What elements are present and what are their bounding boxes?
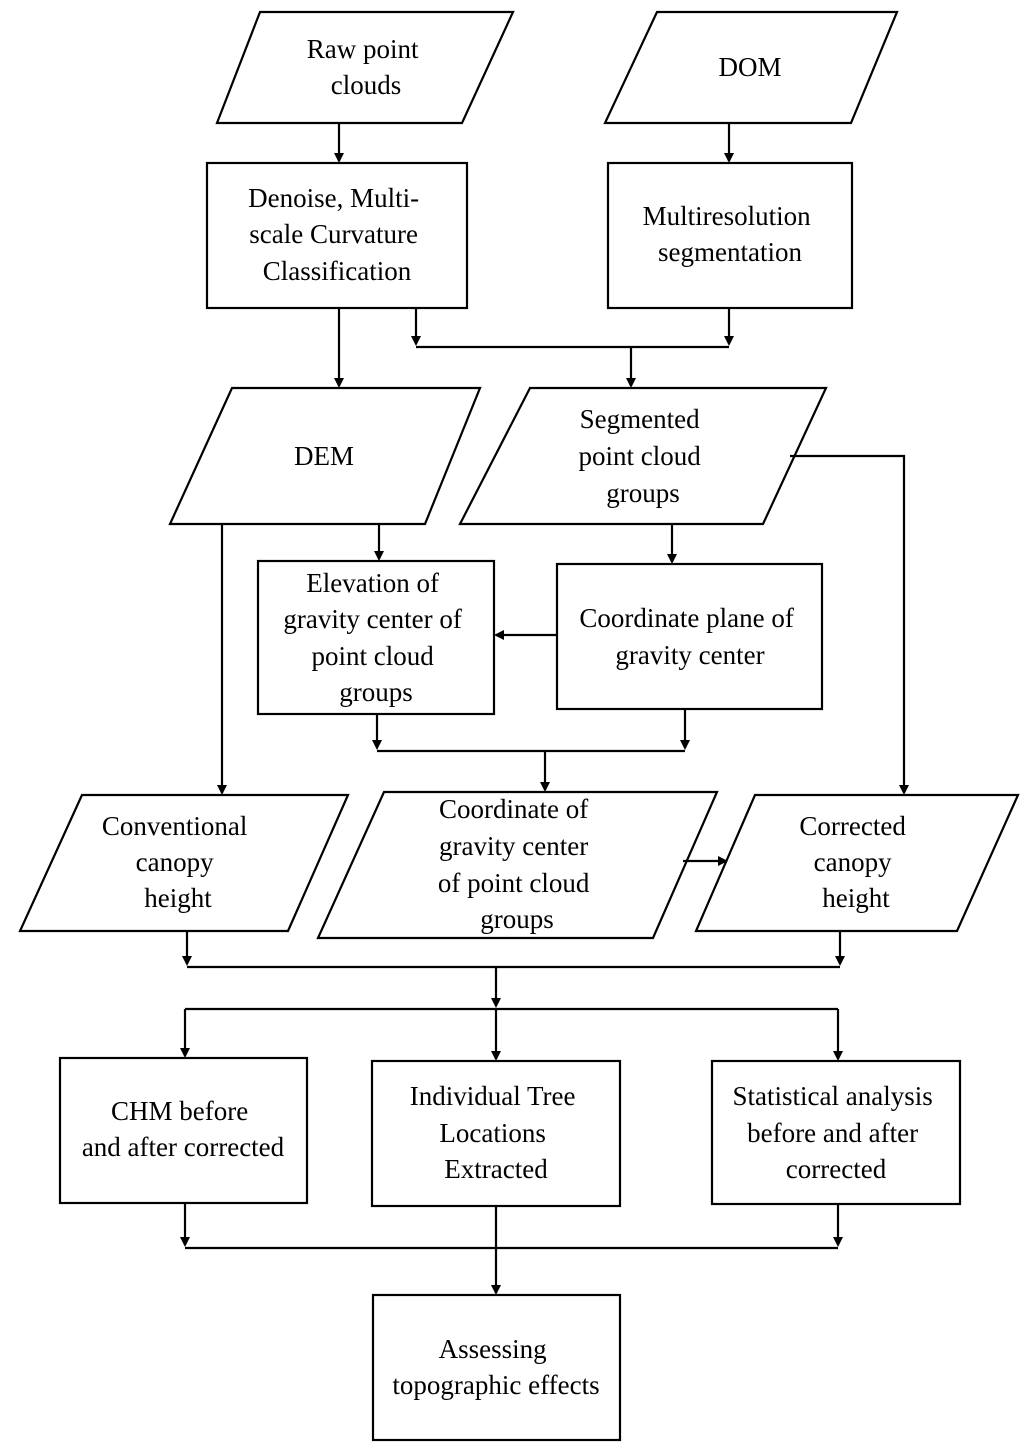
corrected-line: height bbox=[822, 883, 890, 913]
corrected-shape bbox=[694, 793, 1020, 933]
multiresolution-line: segmentation bbox=[658, 237, 802, 267]
denoise-line: Denoise, Multi- bbox=[248, 183, 419, 213]
denoise-label: Denoise, Multi- scale Curvature Classifi… bbox=[248, 183, 426, 286]
corrected-line: Corrected bbox=[799, 811, 906, 841]
dom-shape bbox=[603, 10, 899, 125]
conventional-line: Conventional bbox=[102, 811, 247, 841]
raw-point-clouds-line: clouds bbox=[331, 70, 402, 100]
chm-line: and after corrected bbox=[82, 1132, 285, 1162]
coordinate-gravity-line: groups bbox=[480, 904, 554, 934]
segmented-line: point cloud bbox=[579, 441, 702, 471]
arrow-segmented-to-corrected bbox=[790, 454, 909, 795]
individual-line: Extracted bbox=[444, 1154, 548, 1184]
conventional-line: height bbox=[144, 883, 212, 913]
coordinate-plane-line: gravity center bbox=[615, 640, 764, 670]
coordinate-gravity-line: gravity center bbox=[439, 831, 588, 861]
coordinate-plane-label: Coordinate plane of gravity center bbox=[579, 603, 800, 670]
segmented-line: Segmented bbox=[580, 404, 700, 434]
individual-label: Individual Tree Locations Extracted bbox=[410, 1081, 583, 1184]
coordinate-plane-line: Coordinate plane of bbox=[579, 603, 793, 633]
statistical-box bbox=[710, 1059, 962, 1206]
elevation-box bbox=[256, 559, 496, 716]
assessing-box bbox=[371, 1293, 622, 1442]
elevation-line: gravity center of bbox=[283, 604, 461, 634]
denoise-line: scale Curvature bbox=[249, 219, 418, 249]
conventional-line: canopy bbox=[136, 847, 214, 877]
statistical-line: corrected bbox=[786, 1154, 887, 1184]
corrected-line: canopy bbox=[814, 847, 892, 877]
dem-line: DEM bbox=[294, 441, 354, 471]
chm-box bbox=[58, 1056, 309, 1205]
elevation-line: groups bbox=[339, 677, 413, 707]
chm-label: CHM before and after corrected bbox=[82, 1096, 285, 1162]
dem-label: DEM bbox=[294, 441, 354, 471]
chm-line: CHM before bbox=[111, 1096, 248, 1126]
corrected-label: Corrected canopy height bbox=[799, 811, 912, 913]
assessing-line: Assessing bbox=[439, 1334, 547, 1364]
denoise-line: Classification bbox=[263, 256, 412, 286]
coordinate-plane-box bbox=[555, 562, 824, 711]
individual-line: Locations bbox=[439, 1118, 545, 1148]
raw-point-clouds-line: Raw point bbox=[307, 34, 419, 64]
individual-line: Individual Tree bbox=[410, 1081, 576, 1111]
coordinate-gravity-shape bbox=[316, 790, 719, 940]
statistical-line: before and after bbox=[747, 1118, 918, 1148]
dom-label: DOM bbox=[718, 52, 781, 82]
segmented-line: groups bbox=[606, 478, 680, 508]
dom-line: DOM bbox=[718, 52, 781, 82]
multiresolution-label: Multiresolution segmentation bbox=[643, 201, 818, 267]
multiresolution-box bbox=[606, 161, 854, 310]
coordinate-gravity-label: Coordinate of gravity center of point cl… bbox=[438, 794, 596, 934]
segmented-label: Segmented point cloud groups bbox=[579, 404, 708, 508]
dem-shape bbox=[168, 386, 482, 526]
statistical-line: Statistical analysis bbox=[733, 1081, 933, 1111]
statistical-label: Statistical analysis before and after co… bbox=[733, 1081, 940, 1184]
elevation-label: Elevation of gravity center of point clo… bbox=[283, 568, 468, 707]
assessing-line: topographic effects bbox=[392, 1370, 599, 1400]
segmented-shape bbox=[458, 386, 828, 526]
multiresolution-line: Multiresolution bbox=[643, 201, 811, 231]
raw-point-clouds-label: Raw point clouds bbox=[307, 34, 426, 100]
elevation-line: Elevation of bbox=[306, 568, 439, 598]
denoise-box bbox=[205, 161, 469, 310]
coordinate-gravity-line: of point cloud bbox=[438, 868, 590, 898]
conventional-shape bbox=[18, 793, 350, 933]
coordinate-gravity-line: Coordinate of bbox=[439, 794, 588, 824]
raw-point-clouds-shape bbox=[215, 10, 515, 125]
assessing-label: Assessing topographic effects bbox=[392, 1334, 599, 1400]
conventional-label: Conventional canopy height bbox=[102, 811, 254, 913]
elevation-line: point cloud bbox=[312, 641, 435, 671]
